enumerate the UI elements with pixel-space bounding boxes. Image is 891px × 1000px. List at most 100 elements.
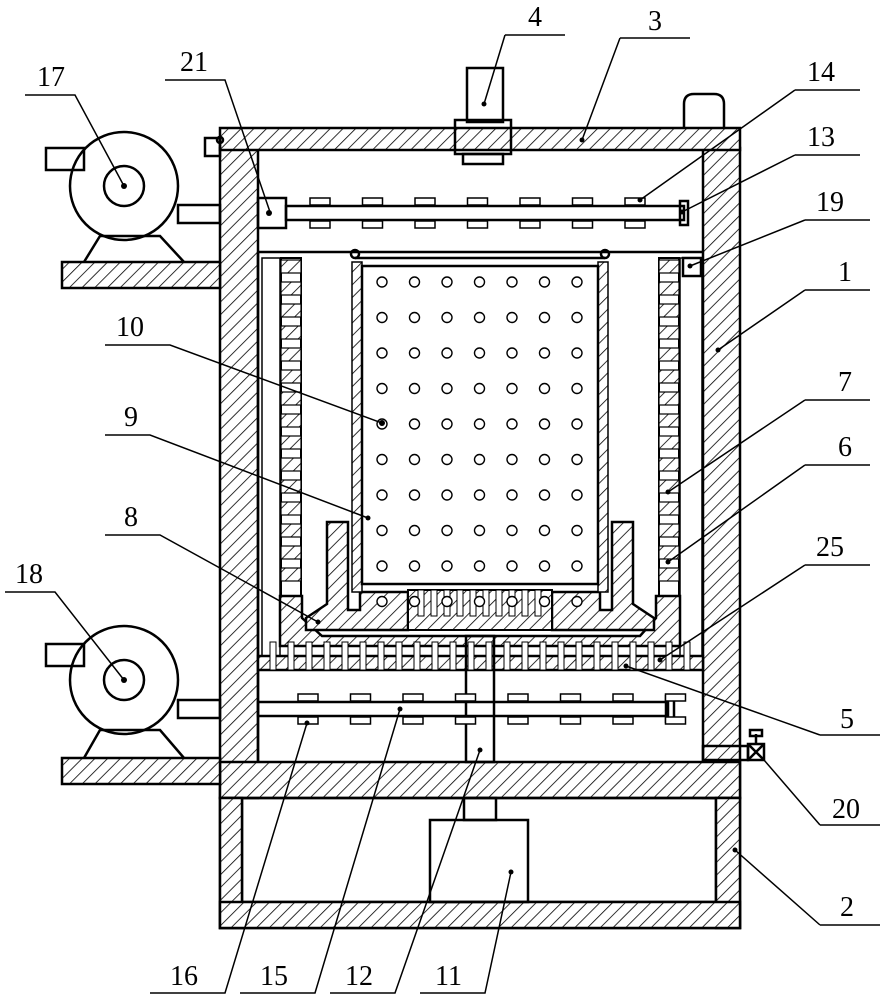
plate-slot: [683, 641, 691, 671]
plate-slot: [611, 641, 619, 671]
upper-nozzle: [519, 197, 541, 206]
lower-nozzle: [664, 716, 687, 725]
basket-hole: [408, 453, 421, 466]
lower-nozzle: [664, 693, 687, 702]
label-1: 1: [838, 257, 852, 288]
basket-hole: [538, 311, 551, 324]
plate-slot: [485, 641, 493, 671]
lower-nozzle: [297, 693, 319, 702]
plate-slot: [629, 641, 637, 671]
label-20: 20: [832, 794, 860, 825]
basket-hole: [441, 560, 453, 572]
plate-slot: [449, 641, 457, 671]
upper-nozzle: [571, 220, 594, 229]
lower-nozzle: [612, 716, 634, 725]
lower-nozzle: [349, 693, 372, 702]
heater-block: [280, 523, 302, 538]
upper-nozzle: [414, 220, 436, 229]
plate-slot: [269, 641, 277, 671]
plate-slot: [431, 641, 439, 671]
label-10: 10: [116, 312, 144, 343]
lower-nozzle: [349, 716, 372, 725]
plate-slot: [323, 641, 331, 671]
heater-block: [658, 435, 680, 450]
upper-nozzle: [414, 197, 436, 206]
lower-nozzle: [454, 693, 477, 702]
basket-hole: [538, 276, 551, 288]
basket-hole: [473, 311, 486, 324]
basket-hole: [376, 311, 388, 324]
lower-nozzle: [507, 693, 529, 702]
heater-block: [280, 545, 302, 560]
heater-block: [658, 391, 680, 406]
heater-block: [658, 567, 680, 582]
heater-block: [658, 457, 680, 472]
basket-hole: [506, 347, 518, 359]
basket-hole: [441, 489, 453, 501]
cover-hinge: [203, 136, 222, 158]
lower-nozzle: [402, 716, 424, 725]
upper-nozzle: [624, 197, 646, 206]
basket-hole: [441, 524, 453, 537]
basket-hole: [473, 276, 486, 288]
basket-hole: [538, 382, 551, 395]
right-support-rod: [679, 257, 703, 657]
plate-slot: [467, 641, 475, 671]
basket-hole: [376, 347, 388, 359]
basket-hole: [538, 595, 551, 608]
lower-nozzle: [402, 693, 424, 702]
basket-hole: [538, 524, 551, 537]
lower-spray-assembly: [256, 693, 687, 725]
perforated-plate: [256, 641, 705, 672]
lower-nozzle: [507, 716, 529, 725]
basket-hole: [441, 276, 453, 288]
cover-hinge-pin: [215, 135, 225, 145]
basket-hole: [473, 418, 486, 430]
plate-slot: [359, 641, 367, 671]
plate-slot: [575, 641, 583, 671]
basket-hole: [571, 382, 583, 395]
basket-hole: [571, 560, 583, 572]
label-4: 4: [528, 2, 542, 33]
basket-hole: [571, 276, 583, 288]
holder-slot: [430, 589, 438, 617]
basket-hole: [506, 453, 518, 466]
housing-left-wall: [218, 146, 260, 800]
holder-slot: [521, 589, 529, 617]
basket-hole: [408, 524, 421, 537]
heater-block: [658, 259, 680, 274]
cover-handle: [682, 92, 726, 128]
part-labels: 17 21 4 3 14 13 19 1 10 9 7 6 8 25 18 5 …: [15, 2, 860, 992]
heater-block: [658, 325, 680, 340]
upper-nozzle: [309, 220, 331, 229]
basket-hole: [376, 382, 388, 395]
basket-hole: [408, 560, 421, 572]
label-6: 6: [838, 432, 852, 463]
basket-hole: [473, 453, 486, 466]
plate-slot: [341, 641, 349, 671]
basket-hole: [376, 560, 388, 572]
plate-slot: [305, 641, 313, 671]
heater-block: [280, 501, 302, 516]
basket-hole: [408, 311, 421, 324]
label-3: 3: [648, 6, 662, 37]
basket-hole: [408, 347, 421, 359]
upper-nozzle: [466, 220, 489, 229]
heater-block: [658, 413, 680, 428]
bottom-motor: [428, 796, 530, 904]
basket-hole: [571, 347, 583, 359]
plate-slot: [377, 641, 385, 671]
heater-block: [280, 391, 302, 406]
heater-block: [280, 369, 302, 384]
upper-nozzle: [361, 197, 384, 206]
basket-hole: [473, 595, 486, 608]
label-8: 8: [124, 502, 138, 533]
basket-hole: [376, 524, 388, 537]
plate-slot: [503, 641, 511, 671]
basket-hole: [506, 276, 518, 288]
label-7: 7: [838, 367, 852, 398]
top-cover: [218, 126, 742, 152]
heater-block: [658, 281, 680, 296]
label-13: 13: [807, 122, 835, 153]
